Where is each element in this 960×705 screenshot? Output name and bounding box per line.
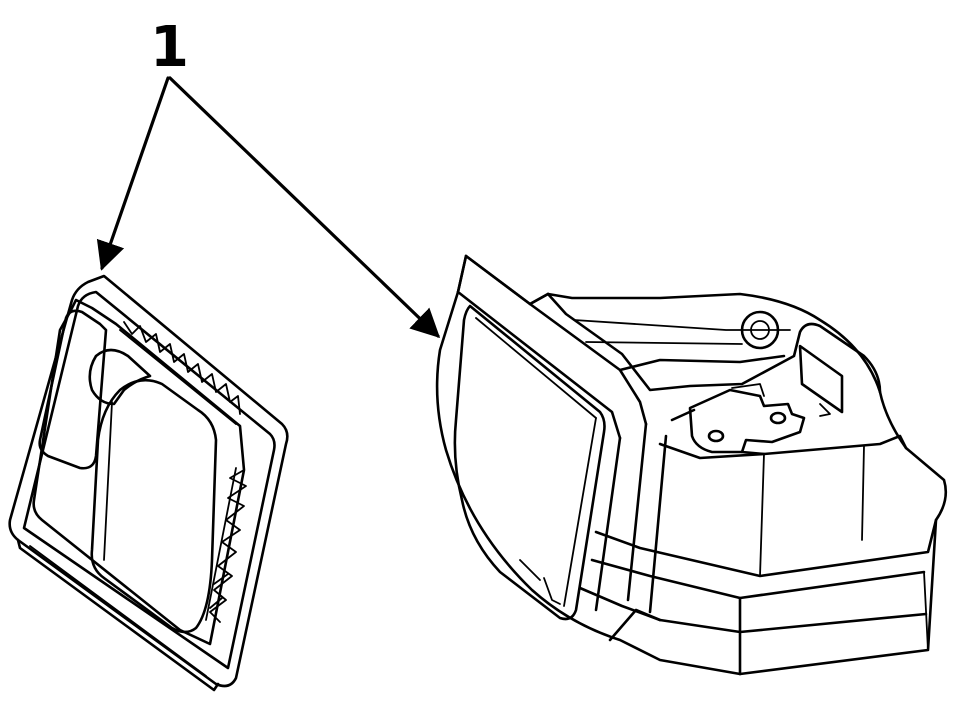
part-housing xyxy=(435,254,948,676)
callout-label-1: 1 xyxy=(150,15,189,80)
part-grille xyxy=(8,274,289,692)
leader-lines xyxy=(96,76,441,338)
leader-to-housing xyxy=(168,76,441,338)
leader-to-grille xyxy=(96,76,170,271)
